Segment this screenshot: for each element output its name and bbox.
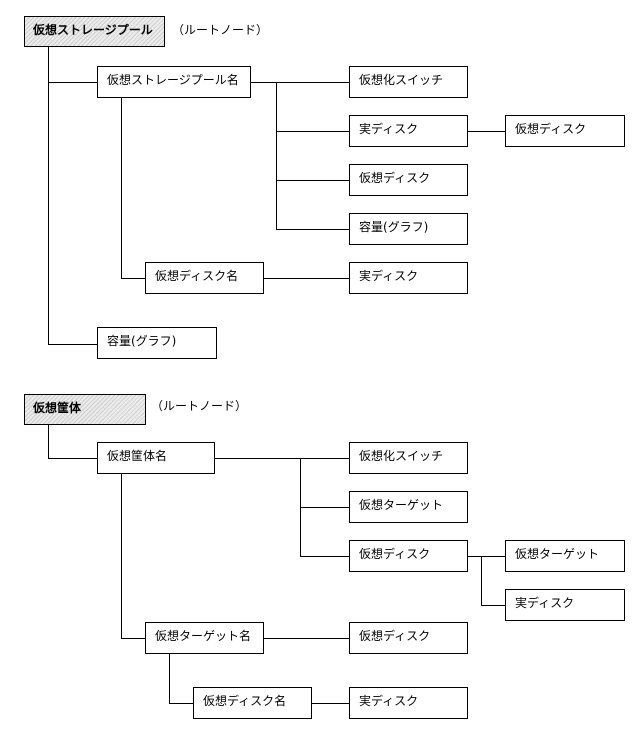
- node-root-capacity-graph: 容量(グラフ): [97, 327, 217, 359]
- root-node-virtual-chassis: 仮想筐体: [24, 394, 146, 425]
- node-chassis-virtual-disk: 仮想ディスク: [349, 540, 468, 572]
- node-vdisk-real-disk: 実ディスク: [349, 262, 468, 294]
- root-node-note: （ルートノード）: [172, 23, 269, 37]
- node-pool-name: 仮想ストレージプール名: [97, 66, 251, 98]
- root-node-note-2: （ルートノード）: [151, 399, 248, 413]
- node-vdisk-virtual-target: 仮想ターゲット: [505, 540, 625, 572]
- node-virtualization-switch: 仮想化スイッチ: [349, 66, 468, 98]
- node-target-vdisk-real-disk: 実ディスク: [349, 687, 468, 719]
- node-chassis-virtual-target: 仮想ターゲット: [349, 491, 468, 523]
- node-capacity-graph: 容量(グラフ): [349, 213, 468, 245]
- node-virtual-target-name: 仮想ターゲット名: [145, 622, 264, 654]
- root-node-virtual-storage-pool: 仮想ストレージプール: [24, 16, 165, 47]
- node-virtual-disk: 仮想ディスク: [349, 164, 468, 196]
- node-real-disk: 実ディスク: [349, 115, 468, 147]
- node-virtual-disk-name: 仮想ディスク名: [145, 262, 264, 294]
- node-target-virtual-disk: 仮想ディスク: [349, 622, 468, 654]
- node-chassis-name: 仮想筐体名: [97, 442, 215, 474]
- node-target-vdisk-name: 仮想ディスク名: [193, 687, 312, 719]
- node-real-disk-virtual-disk: 仮想ディスク: [505, 115, 625, 147]
- node-vdisk-real-disk-2: 実ディスク: [505, 589, 625, 621]
- node-chassis-virtualization-switch: 仮想化スイッチ: [349, 442, 468, 474]
